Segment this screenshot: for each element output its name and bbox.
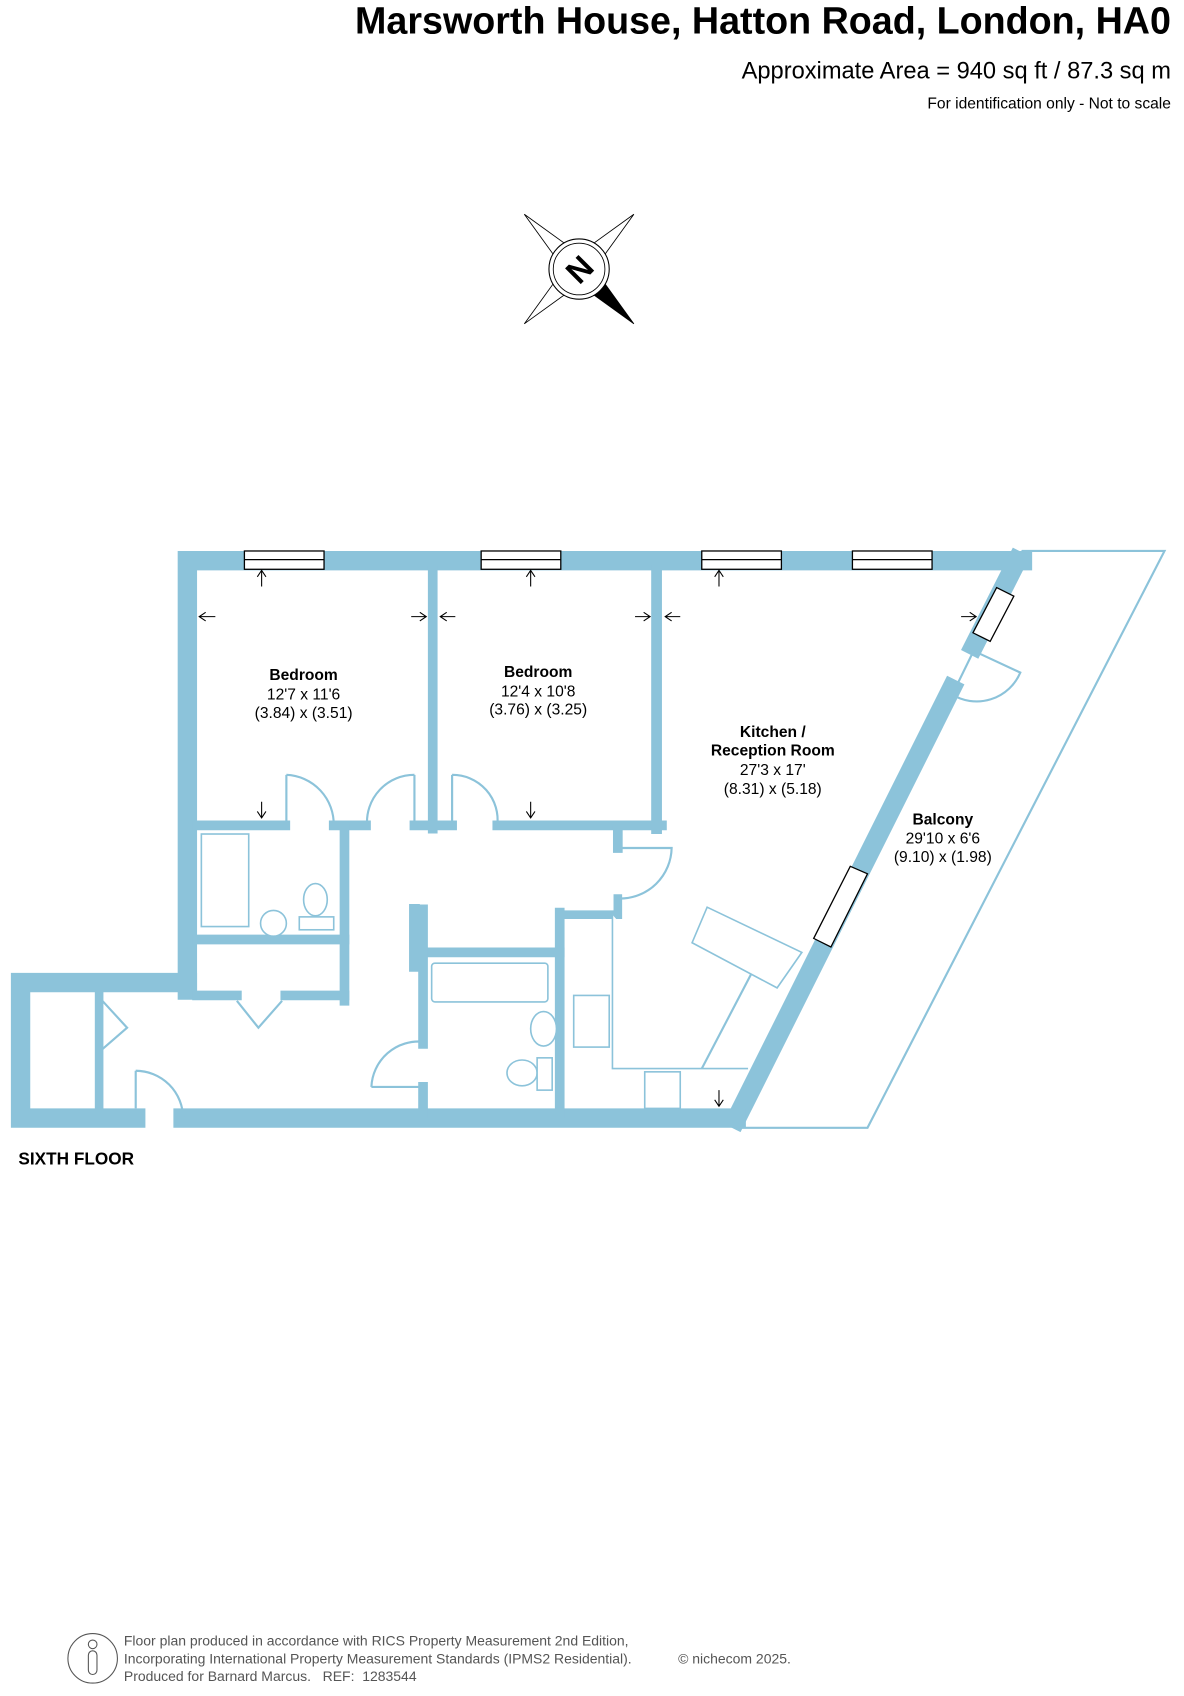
footer-line-2: Incorporating International Property Mea… xyxy=(124,1651,632,1667)
floor-label: SIXTH FLOOR xyxy=(18,1148,134,1168)
walls xyxy=(10,547,1033,1133)
bathroom-toilet-icon xyxy=(506,1059,538,1087)
disclaimer: For identification only - Not to scale xyxy=(927,96,1171,113)
room-metric: (9.10) x (1.98) xyxy=(894,849,992,866)
footer-line-3: Produced for Barnard Marcus. REF: 128354… xyxy=(124,1668,417,1684)
bathroom-basin-icon xyxy=(529,1010,558,1047)
room-name: Bedroom xyxy=(269,667,337,684)
windows xyxy=(243,550,1015,948)
fixtures xyxy=(200,833,804,1110)
compass-icon: N xyxy=(523,213,635,325)
room-balcony: Balcony 29'10 x 6'6 (9.10) x (1.98) xyxy=(894,811,992,866)
room-imperial: 29'10 x 6'6 xyxy=(906,831,980,848)
room-imperial: 12'4 x 10'8 xyxy=(501,683,575,700)
room-imperial: 27'3 x 17' xyxy=(740,762,806,779)
room-name-line1: Kitchen / xyxy=(740,724,807,741)
bathtub-icon xyxy=(430,962,549,1003)
room-bedroom-1: Bedroom 12'7 x 11'6 (3.84) x (3.51) xyxy=(255,667,353,722)
room-bedroom-2: Bedroom 12'4 x 10'8 (3.76) x (3.25) xyxy=(489,664,587,719)
basin-icon xyxy=(259,909,288,938)
dimension-arrows xyxy=(198,569,978,1108)
page-title: Marsworth House, Hatton Road, London, HA… xyxy=(355,0,1171,41)
room-metric: (3.84) x (3.51) xyxy=(255,705,353,722)
footer: Floor plan produced in accordance with R… xyxy=(67,1632,791,1684)
toilet-icon xyxy=(302,882,329,917)
room-imperial: 12'7 x 11'6 xyxy=(267,686,340,703)
room-name: Balcony xyxy=(912,811,973,828)
shower-icon xyxy=(200,833,250,928)
kitchen-island xyxy=(691,906,804,989)
room-name-line2: Reception Room xyxy=(711,742,835,759)
approximate-area: Approximate Area = 940 sq ft / 87.3 sq m xyxy=(742,59,1171,85)
sink-icon xyxy=(572,994,611,1048)
person-icon xyxy=(67,1633,118,1684)
room-metric: (3.76) x (3.25) xyxy=(489,702,587,719)
footer-copyright: © nichecom 2025. xyxy=(678,1651,791,1667)
footer-line-1: Floor plan produced in accordance with R… xyxy=(124,1632,629,1648)
room-metric: (8.31) x (5.18) xyxy=(724,781,822,798)
room-name: Bedroom xyxy=(504,664,572,681)
room-kitchen-reception: Kitchen / Reception Room 27'3 x 17' (8.3… xyxy=(711,724,835,798)
hob-icon xyxy=(643,1071,682,1110)
doors xyxy=(101,650,1022,1119)
